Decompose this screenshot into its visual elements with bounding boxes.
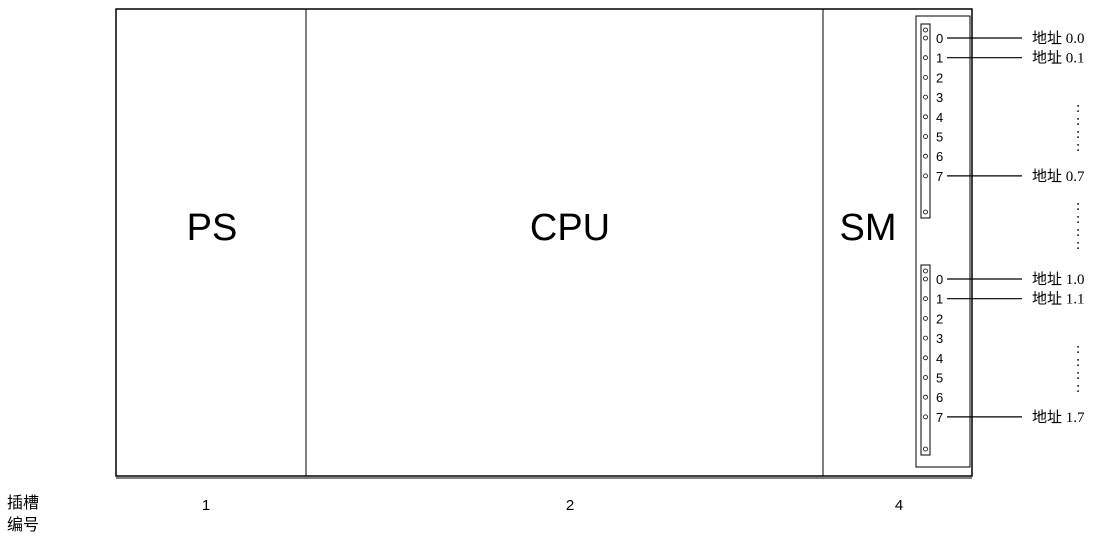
address-label: 地址 0.0 <box>1032 30 1085 47</box>
terminal-hole <box>923 153 928 159</box>
pin-label-1: 1 <box>936 51 943 66</box>
pin-label-4: 4 <box>936 351 943 366</box>
terminal-hole <box>923 335 928 341</box>
slot-caption-line1: 插槽 <box>7 494 39 512</box>
address-label: 地址 0.1 <box>1032 50 1085 67</box>
pin-label-4: 4 <box>936 110 943 125</box>
terminal-hole <box>923 315 928 321</box>
terminal-hole <box>923 394 928 400</box>
terminal-hole <box>923 35 928 41</box>
pin-label-1: 1 <box>936 292 943 307</box>
sm-terminal-panel <box>915 15 971 468</box>
terminal-hole <box>923 94 928 100</box>
terminal-hole <box>923 134 928 139</box>
slot-number-4: 4 <box>895 497 903 514</box>
rack-frame <box>115 8 973 477</box>
terminal-hole <box>923 75 928 80</box>
terminal-hole <box>923 55 928 61</box>
terminal-hole <box>923 209 928 215</box>
ellipsis-mark: : <box>1076 211 1080 227</box>
slot-number-2: 2 <box>566 497 574 514</box>
pin-label-6: 6 <box>936 390 943 405</box>
terminal-strip-0 <box>920 23 931 219</box>
address-label: 地址 1.1 <box>1032 291 1085 308</box>
terminal-hole <box>923 268 928 274</box>
terminal-hole <box>923 173 928 179</box>
pin-label-0: 0 <box>936 272 943 287</box>
ellipsis-mark: : <box>1076 126 1080 142</box>
pin-label-7: 7 <box>936 410 943 425</box>
ellipsis-mark: : <box>1076 113 1080 129</box>
address-label: 地址 1.7 <box>1032 409 1085 426</box>
ellipsis-mark: : <box>1076 198 1080 214</box>
pin-label-6: 6 <box>936 149 943 164</box>
ellipsis-mark: : <box>1076 354 1080 370</box>
module-label-ps: PS <box>187 207 238 249</box>
pin-label-0: 0 <box>936 31 943 46</box>
pin-label-7: 7 <box>936 169 943 184</box>
ellipsis-mark: : <box>1076 367 1080 383</box>
address-label: 地址 1.0 <box>1032 271 1085 288</box>
pin-label-5: 5 <box>936 371 943 386</box>
terminal-hole <box>923 276 928 282</box>
pin-label-2: 2 <box>936 70 943 85</box>
terminal-hole <box>923 414 928 420</box>
terminal-hole <box>923 375 928 380</box>
pin-label-3: 3 <box>936 331 943 346</box>
ellipsis-mark: : <box>1076 224 1080 240</box>
pin-label-3: 3 <box>936 90 943 105</box>
terminal-hole <box>923 355 928 361</box>
terminal-hole <box>923 114 928 120</box>
address-label: 地址 0.7 <box>1032 168 1085 185</box>
module-label-sm: SM <box>840 207 897 249</box>
ellipsis-mark: : <box>1076 100 1080 116</box>
terminal-hole <box>923 296 928 302</box>
terminal-hole <box>923 27 928 33</box>
pin-label-2: 2 <box>936 311 943 326</box>
terminal-hole <box>923 446 928 452</box>
ellipsis-mark: : <box>1076 139 1080 155</box>
ellipsis-mark: : <box>1076 341 1080 357</box>
module-label-cpu: CPU <box>530 207 610 249</box>
slot-caption-line2: 编号 <box>7 516 39 534</box>
pin-label-5: 5 <box>936 130 943 145</box>
ellipsis-mark: : <box>1076 237 1080 253</box>
terminal-strip-1 <box>920 264 931 456</box>
ellipsis-mark: : <box>1076 380 1080 396</box>
slot-number-1: 1 <box>202 497 210 514</box>
